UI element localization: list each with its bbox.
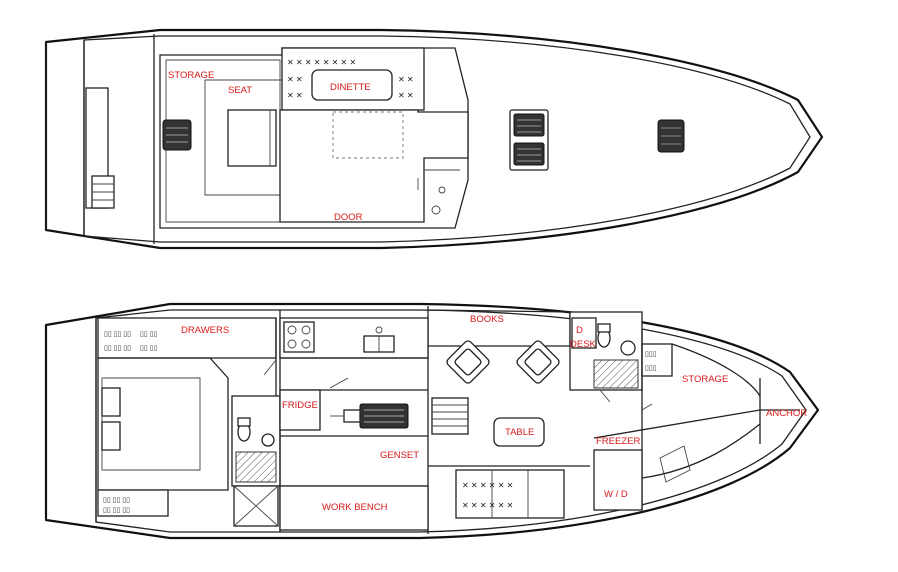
helm-knob [431, 205, 441, 215]
label-genset: GENSET [380, 450, 419, 461]
label-door: DOOR [334, 212, 363, 223]
forward-head [569, 311, 643, 403]
svg-text:▯▯ ▯▯ ▯▯: ▯▯ ▯▯ ▯▯ [104, 331, 131, 338]
aft-sink [261, 433, 275, 447]
stove [283, 321, 315, 353]
pillow-2 [101, 421, 121, 451]
seat-cushion [227, 109, 277, 167]
label-seat: SEAT [228, 85, 252, 96]
svg-text:▯▯ ▯▯ ▯▯: ▯▯ ▯▯ ▯▯ [103, 507, 130, 514]
interior-inner-hull [95, 309, 807, 533]
forward-cabin: ▯▯▯ ▯▯▯ [593, 330, 800, 511]
galley-door-swing [329, 377, 349, 389]
pillow-1 [101, 387, 121, 417]
label-books: BOOKS [470, 314, 504, 325]
svg-text:✕ ✕ ✕ ✕ ✕ ✕ ✕ ✕: ✕ ✕ ✕ ✕ ✕ ✕ ✕ ✕ [287, 58, 356, 67]
fwd-shower [593, 359, 639, 389]
aft-head [231, 395, 281, 527]
label-anchor: ANCHOR [766, 408, 807, 419]
aft-drawers-bottom [97, 489, 169, 517]
label-work-bench: WORK BENCH [322, 502, 388, 513]
saloon-table [493, 417, 545, 447]
aft-shower [235, 451, 277, 483]
svg-text:✕ ✕: ✕ ✕ [398, 75, 414, 84]
saloon-chair-2 [516, 340, 560, 384]
hatch-outline [332, 111, 404, 159]
label-drawers: DRAWERS [181, 325, 229, 336]
dinette-table [311, 69, 393, 101]
dinette-cushion-marks: ✕ ✕ ✕ ✕ ✕ ✕ ✕ ✕ ✕ ✕ ✕ ✕ ✕ ✕ ✕ ✕ [287, 58, 414, 100]
interior-plan: ▯▯ ▯▯ ▯▯ ▯▯ ▯▯ ▯▯ ▯▯ ▯▯ ▯▯ ▯▯ ▯▯ ▯▯ ▯▯ ▯… [44, 302, 820, 540]
svg-text:▯▯ ▯▯ ▯▯: ▯▯ ▯▯ ▯▯ [104, 345, 131, 352]
fwd-seat [659, 445, 691, 483]
label-table: TABLE [505, 427, 534, 438]
deck-plan: ✕ ✕ ✕ ✕ ✕ ✕ ✕ ✕ ✕ ✕ ✕ ✕ ✕ ✕ ✕ ✕ [44, 28, 824, 250]
label-storage-fwd: STORAGE [682, 374, 728, 385]
cockpit-vent [162, 119, 192, 151]
foredeck-vent-pair [509, 109, 549, 171]
settee: ✕ ✕ ✕ ✕ ✕ ✕ ✕ ✕ ✕ ✕ ✕ ✕ [455, 469, 565, 519]
svg-text:✕ ✕ ✕ ✕ ✕ ✕: ✕ ✕ ✕ ✕ ✕ ✕ [462, 481, 513, 490]
svg-text:▯▯▯: ▯▯▯ [645, 351, 657, 358]
label-freezer: FREEZER [596, 436, 640, 447]
label-wd: W / D [604, 489, 628, 500]
fwd-drawers [641, 343, 673, 377]
fridge [279, 389, 321, 431]
desk-unit [571, 317, 597, 349]
v-berth-top [671, 343, 761, 397]
bow-vent [657, 119, 685, 153]
svg-text:✕ ✕: ✕ ✕ [287, 75, 303, 84]
berth-divider [593, 409, 761, 439]
deck-inner-hull [83, 35, 811, 243]
washer-dryer [593, 449, 643, 511]
swim-ladder [91, 175, 115, 209]
aft-bed-outline [97, 357, 229, 491]
helm-wheel [438, 186, 446, 194]
saloon-area [279, 109, 469, 223]
svg-text:▯▯ ▯▯: ▯▯ ▯▯ [140, 331, 158, 338]
engine-room [279, 306, 429, 534]
svg-text:▯▯▯: ▯▯▯ [645, 365, 657, 372]
aft-door-swing [263, 359, 277, 376]
fwd-sink [620, 340, 636, 356]
svg-text:✕ ✕ ✕ ✕ ✕ ✕: ✕ ✕ ✕ ✕ ✕ ✕ [462, 501, 513, 510]
svg-text:▯▯ ▯▯ ▯▯: ▯▯ ▯▯ ▯▯ [103, 497, 130, 504]
saloon-chair-1 [446, 340, 490, 384]
svg-text:✕ ✕: ✕ ✕ [398, 91, 414, 100]
drawers-cabinet [97, 317, 277, 359]
label-fridge: FRIDGE [282, 400, 318, 411]
label-d: D [576, 325, 583, 336]
companionway-stairs [431, 397, 469, 435]
svg-text:▯▯ ▯▯: ▯▯ ▯▯ [140, 345, 158, 352]
work-bench [279, 485, 429, 531]
svg-text:✕ ✕: ✕ ✕ [287, 91, 303, 100]
label-desk: DESK [570, 339, 597, 350]
aft-stateroom: ▯▯ ▯▯ ▯▯ ▯▯ ▯▯ ▯▯ ▯▯ ▯▯ ▯▯ ▯▯ ▯▯ ▯▯ ▯▯ ▯… [97, 317, 277, 517]
label-storage-deck: STORAGE [168, 70, 214, 81]
engine-block [330, 403, 409, 429]
v-berth-bottom [641, 423, 761, 479]
label-dinette: DINETTE [330, 82, 371, 93]
